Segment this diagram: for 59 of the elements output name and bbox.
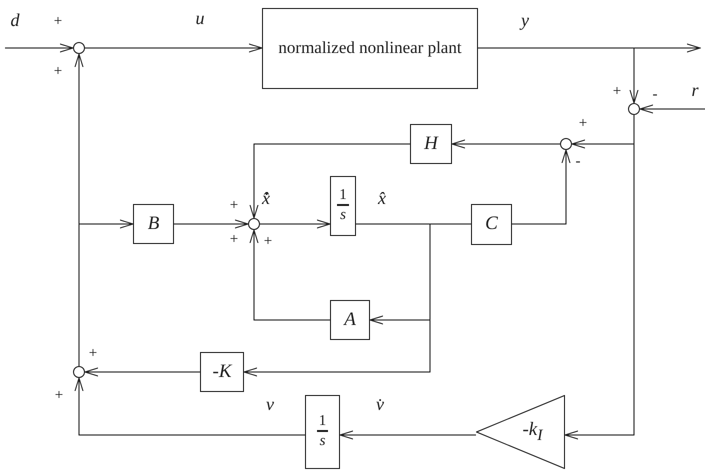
sign-label: + bbox=[54, 64, 62, 80]
arrow bbox=[250, 230, 330, 320]
block-box bbox=[262, 8, 478, 89]
arrow bbox=[84, 44, 262, 52]
sign-label: + bbox=[54, 14, 62, 30]
sign-label: + bbox=[612, 84, 622, 100]
block-label: -k$_{I}$ bbox=[522, 420, 543, 444]
block-box bbox=[410, 124, 452, 164]
block-label: A bbox=[344, 310, 356, 330]
arrow bbox=[78, 220, 134, 366]
sign-label: - bbox=[652, 88, 658, 102]
block-box bbox=[133, 204, 174, 244]
fraction-numerator: 1 bbox=[316, 413, 328, 432]
signal-label: r bbox=[692, 81, 698, 99]
block-label: -K bbox=[212, 362, 232, 382]
signal-label: u bbox=[196, 9, 204, 27]
signal-label: y bbox=[521, 11, 529, 29]
arrow bbox=[340, 430, 476, 440]
block-box bbox=[200, 352, 244, 392]
arrow bbox=[174, 220, 248, 228]
signal-label: v̇ bbox=[376, 395, 384, 413]
block-label: B bbox=[148, 214, 160, 234]
block-label: H bbox=[424, 134, 438, 154]
sign-label: + bbox=[230, 198, 238, 214]
summing-junction bbox=[73, 366, 85, 378]
fraction-denominator: s bbox=[340, 206, 346, 224]
signal-label: x̂̇ bbox=[262, 189, 270, 207]
block-box bbox=[305, 395, 340, 469]
signal-label: v bbox=[266, 395, 274, 413]
sign-label: + bbox=[230, 232, 238, 248]
block-box bbox=[330, 176, 356, 236]
summing-junction bbox=[628, 103, 640, 115]
arrow bbox=[640, 104, 705, 114]
block-label: C bbox=[485, 214, 498, 235]
arrow bbox=[478, 48, 638, 104]
arrow bbox=[260, 220, 330, 228]
arrow bbox=[250, 144, 410, 218]
arrow bbox=[512, 150, 570, 224]
signal-label: x̂ bbox=[378, 189, 386, 207]
fraction-numerator: 1 bbox=[337, 187, 349, 206]
block-box bbox=[471, 204, 512, 245]
signal-label: d bbox=[10, 11, 20, 29]
arrow bbox=[4, 44, 74, 52]
summing-junction bbox=[248, 218, 260, 230]
sign-label: + bbox=[88, 346, 98, 362]
sign-label: + bbox=[54, 388, 64, 404]
sign-label: + bbox=[578, 116, 588, 132]
summing-junction bbox=[73, 42, 85, 54]
arrow bbox=[452, 140, 560, 148]
block-box bbox=[330, 300, 370, 340]
summing-junction bbox=[560, 138, 572, 150]
sign-label: - bbox=[576, 154, 580, 170]
block-label: normalized nonlinear plant bbox=[278, 38, 462, 59]
arrow bbox=[74, 378, 306, 436]
arrow bbox=[244, 224, 430, 376]
sign-label: + bbox=[264, 234, 272, 250]
gain-triangle bbox=[476, 395, 565, 469]
arrow bbox=[84, 368, 200, 376]
fraction-denominator: s bbox=[320, 432, 326, 450]
